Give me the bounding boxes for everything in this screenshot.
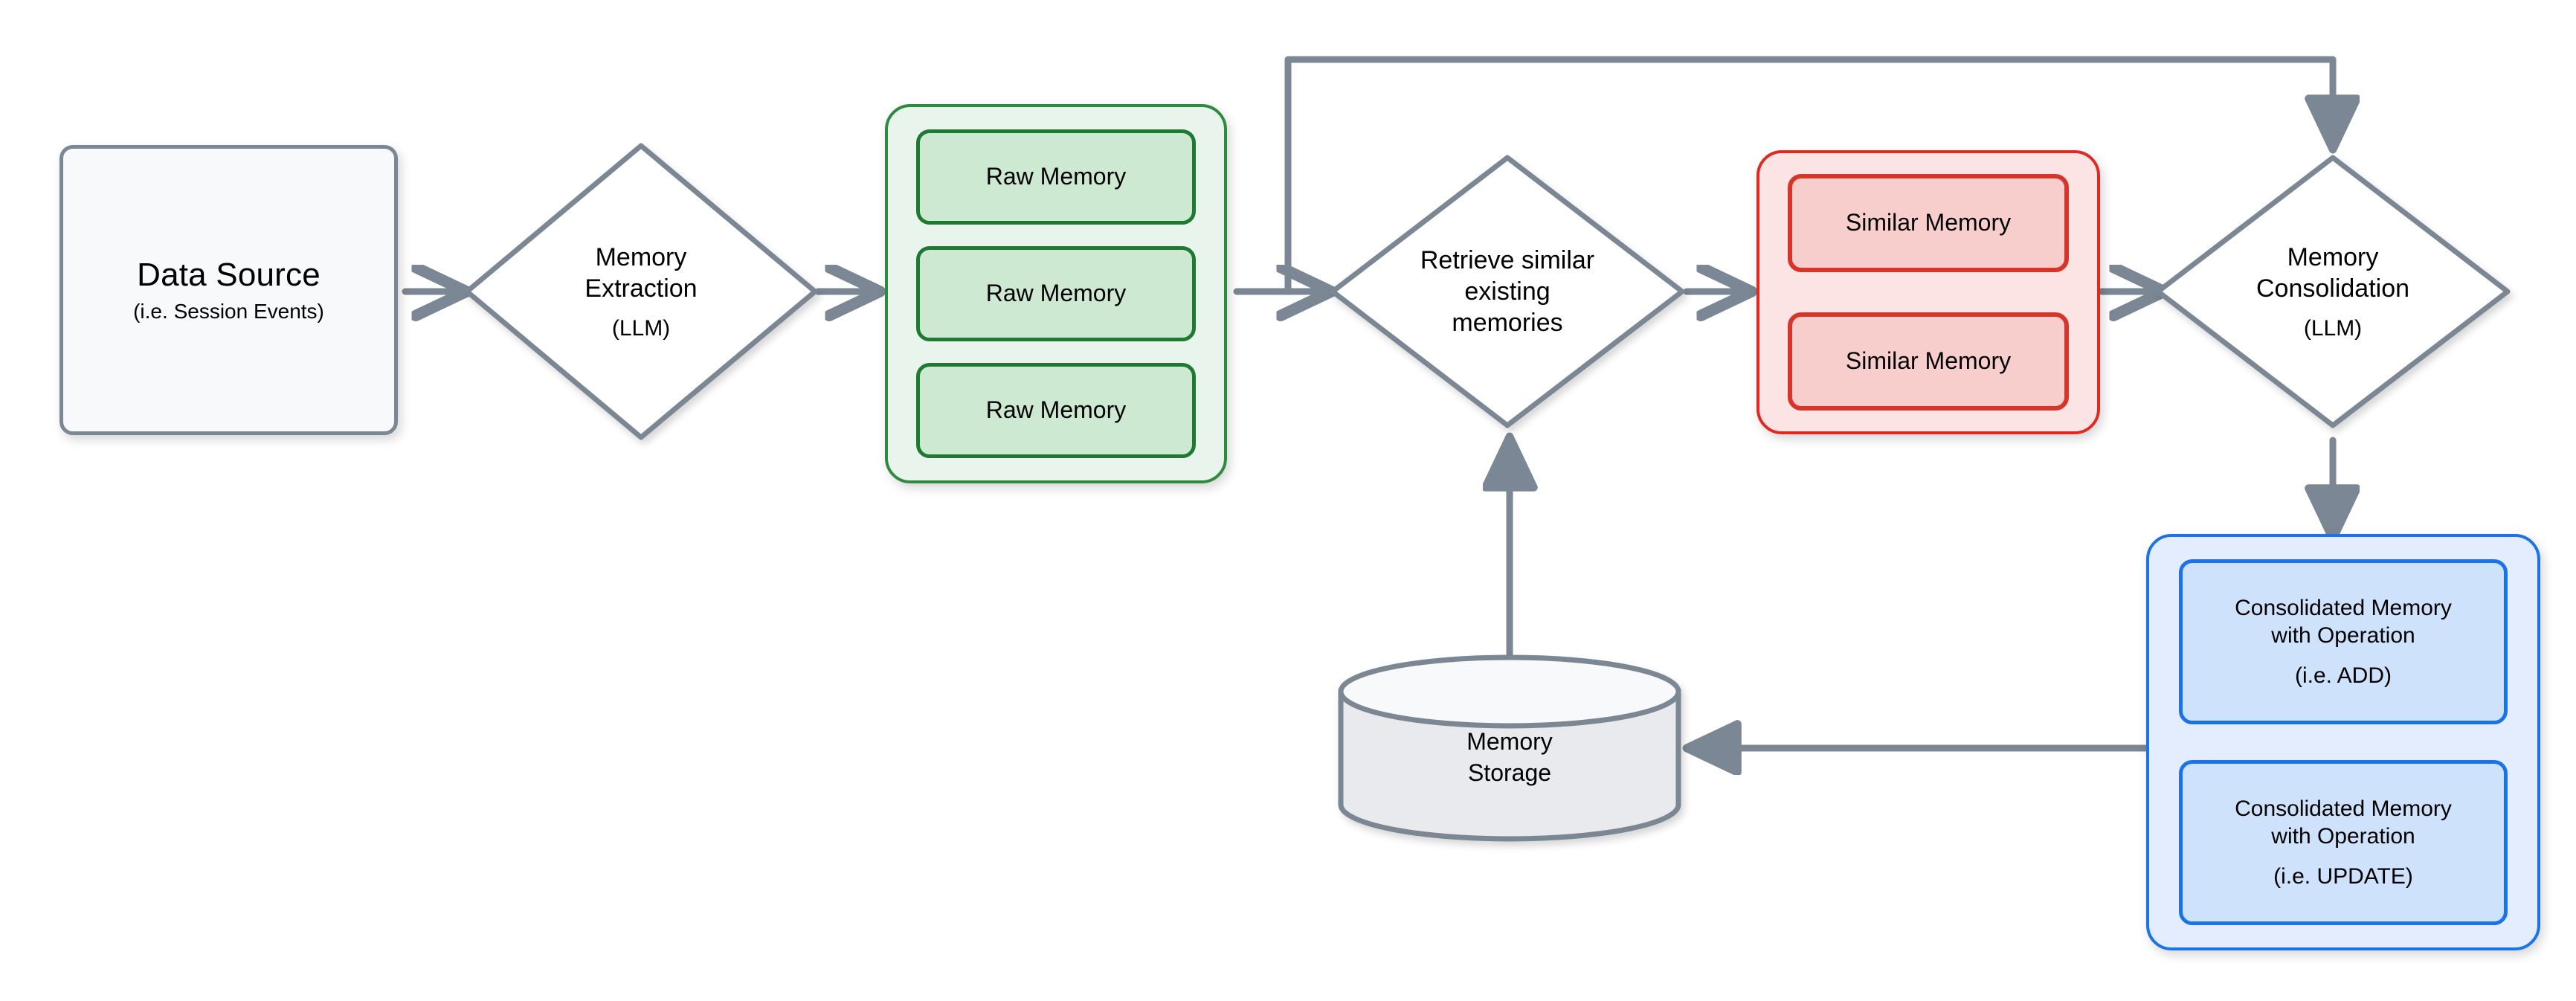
node-memory-extraction[interactable]: Memory Extraction (LLM) — [467, 146, 815, 437]
memory-extraction-title-line1: Memory — [595, 242, 687, 271]
similar-memory-label-1: Similar Memory — [1845, 209, 2012, 236]
chip-consolidated-memory-update[interactable]: Consolidated Memory with Operation (i.e.… — [2179, 760, 2508, 925]
memory-consolidation-title-line2: Consolidation — [2255, 274, 2410, 303]
data-source-subtitle: (i.e. Session Events) — [133, 300, 324, 323]
similar-memory-label-2: Similar Memory — [1845, 347, 2012, 375]
consolidated-memory-update-line2: with Operation — [2271, 824, 2415, 849]
consolidated-memory-update-operation: (i.e. UPDATE) — [2273, 863, 2413, 889]
memory-consolidation-subtitle: (LLM) — [2303, 316, 2363, 341]
node-data-source[interactable]: Data Source (i.e. Session Events) — [59, 145, 398, 435]
retrieve-similar-line3: memories — [1452, 309, 1563, 338]
group-similar-memory[interactable]: Similar Memory Similar Memory — [1756, 150, 2100, 434]
memory-consolidation-diamond-shape — [2155, 155, 2511, 428]
memory-storage-line1: Memory — [1466, 728, 1553, 756]
node-memory-storage[interactable]: Memory Storage — [1341, 657, 1678, 839]
edge-raw-memory-feedback-to-consolidation — [1284, 56, 2333, 295]
raw-memory-label-3: Raw Memory — [985, 396, 1127, 424]
consolidated-memory-add-line2: with Operation — [2271, 623, 2415, 648]
consolidated-memory-add-line1: Consolidated Memory — [2235, 596, 2452, 621]
group-raw-memory[interactable]: Raw Memory Raw Memory Raw Memory — [885, 104, 1227, 483]
chip-raw-memory-2[interactable]: Raw Memory — [916, 246, 1196, 341]
memory-extraction-subtitle: (LLM) — [611, 316, 671, 341]
chip-consolidated-memory-add[interactable]: Consolidated Memory with Operation (i.e.… — [2179, 559, 2508, 724]
chip-similar-memory-2[interactable]: Similar Memory — [1788, 312, 2069, 411]
retrieve-similar-diamond-shape — [1330, 155, 1685, 428]
memory-extraction-title-line2: Extraction — [585, 274, 698, 303]
data-source-title: Data Source — [137, 257, 321, 293]
chip-raw-memory-1[interactable]: Raw Memory — [916, 129, 1196, 225]
node-retrieve-similar-existing-memories[interactable]: Retrieve similar existing memories — [1333, 158, 1682, 425]
consolidated-memory-update-line1: Consolidated Memory — [2235, 796, 2452, 822]
raw-memory-label-1: Raw Memory — [985, 163, 1127, 190]
node-memory-consolidation[interactable]: Memory Consolidation (LLM) — [2158, 158, 2508, 425]
retrieve-similar-line2: existing — [1464, 277, 1551, 306]
memory-extraction-diamond-shape — [464, 143, 818, 440]
group-consolidated-memory[interactable]: Consolidated Memory with Operation (i.e.… — [2146, 534, 2540, 950]
consolidated-memory-add-operation: (i.e. ADD) — [2294, 663, 2392, 688]
memory-storage-line2: Storage — [1467, 759, 1552, 786]
memory-consolidation-title-line1: Memory — [2287, 242, 2379, 271]
memory-storage-cylinder-shape — [1338, 654, 1681, 842]
raw-memory-label-2: Raw Memory — [985, 280, 1127, 307]
retrieve-similar-line1: Retrieve similar — [1420, 245, 1595, 274]
chip-similar-memory-1[interactable]: Similar Memory — [1788, 174, 2069, 272]
chip-raw-memory-3[interactable]: Raw Memory — [916, 363, 1196, 458]
